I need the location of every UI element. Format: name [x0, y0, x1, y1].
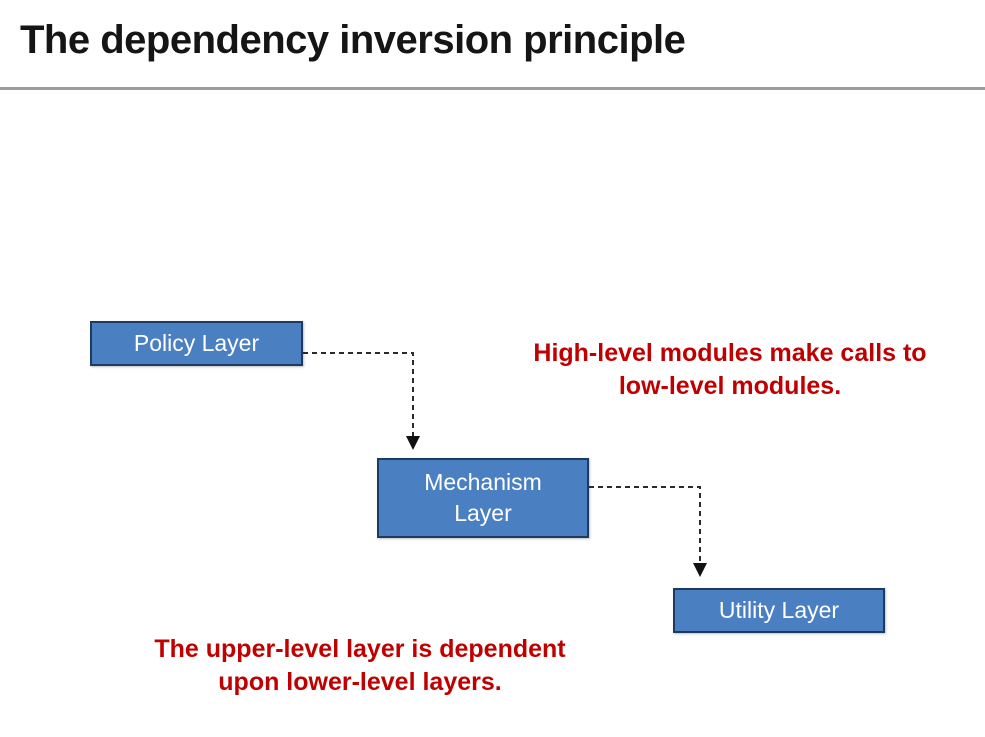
title-divider [0, 87, 985, 90]
upper-level-note: The upper-level layer is dependent upon … [154, 635, 566, 696]
utility-layer-label: Utility Layer [718, 597, 840, 623]
utility-layer-box: Utility Layer [673, 588, 885, 633]
mechanism-layer-label: Mechanism Layer [424, 469, 542, 526]
dashed-arrow-mechanism-to-utility-icon [589, 486, 707, 577]
mechanism-layer-box: Mechanism Layer [377, 458, 589, 538]
policy-layer-box: Policy Layer [90, 321, 303, 366]
high-level-note: High-level modules make calls to low-lev… [533, 339, 927, 400]
dashed-arrow-policy-to-mechanism-icon [303, 352, 420, 450]
policy-layer-label: Policy Layer [133, 330, 260, 356]
page-title: The dependency inversion principle [20, 18, 686, 62]
